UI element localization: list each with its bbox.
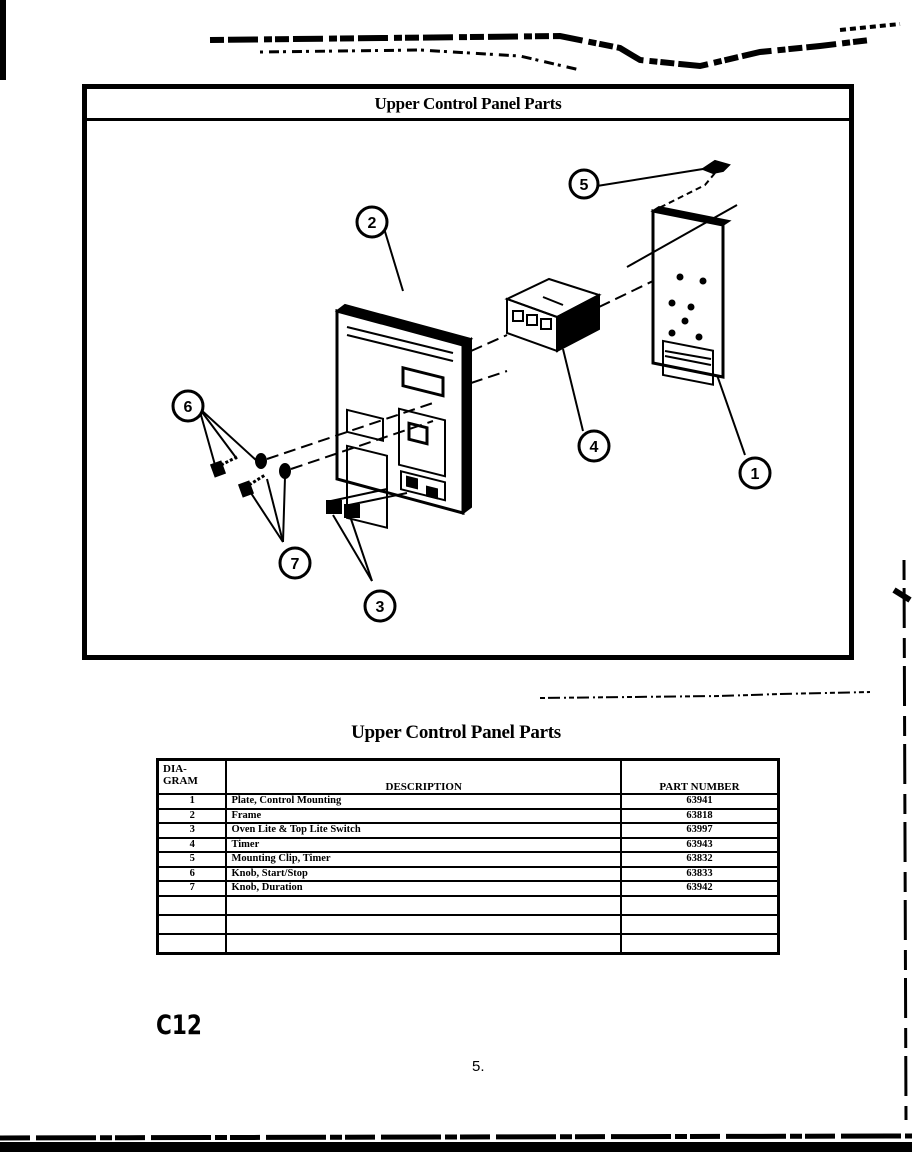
cell-diagram: 3 <box>156 822 228 839</box>
svg-text:5: 5 <box>580 177 589 194</box>
cell-description: Frame <box>225 807 622 824</box>
table-title: Upper Control Panel Parts <box>351 722 561 743</box>
svg-text:3: 3 <box>376 599 385 616</box>
table-row: 2 Frame 63818 <box>156 807 780 824</box>
cell-part-number: 63833 <box>619 865 780 882</box>
header-part-number: PART NUMBER <box>619 758 780 795</box>
table-row: 3 Oven Lite & Top Lite Switch 63997 <box>156 822 780 839</box>
page-number: 5. <box>472 1058 485 1075</box>
parts-table: DIA- GRAM DESCRIPTION PART NUMBER 1 Plat… <box>156 758 780 955</box>
svg-text:1: 1 <box>751 466 760 483</box>
cell-part-number <box>619 932 780 954</box>
cell-description <box>225 932 622 954</box>
table-row: 7 Knob, Duration 63942 <box>156 880 780 897</box>
cell-diagram: 2 <box>156 807 228 824</box>
knobs <box>209 453 291 498</box>
cell-diagram: 5 <box>156 851 228 868</box>
cell-description <box>225 913 622 935</box>
table-row: 1 Plate, Control Mounting 63941 <box>156 793 780 810</box>
page-code: C12 <box>156 1010 202 1041</box>
cell-diagram: 1 <box>156 793 228 810</box>
callout-5: 5 <box>568 168 600 200</box>
scan-noise-bottom <box>0 1133 912 1152</box>
explode-lines <box>266 280 654 470</box>
svg-text:4: 4 <box>590 439 599 456</box>
svg-text:7: 7 <box>291 556 300 573</box>
svg-text:2: 2 <box>368 215 377 232</box>
leader-lines <box>198 168 746 582</box>
table-row: 5 Mounting Clip, Timer 63832 <box>156 851 780 868</box>
callout-2: 2 <box>355 205 389 239</box>
cell-description <box>225 894 622 916</box>
cell-diagram <box>156 913 228 935</box>
lite-switches <box>326 488 408 518</box>
cell-diagram <box>156 932 228 954</box>
table-row: 4 Timer 63943 <box>156 836 780 853</box>
svg-text:6: 6 <box>184 399 193 416</box>
cell-description: Knob, Duration <box>225 880 622 897</box>
cell-part-number: 63997 <box>619 822 780 839</box>
cell-part-number: 63941 <box>619 793 780 810</box>
cell-part-number: 63943 <box>619 836 780 853</box>
callout-7: 7 <box>278 546 312 580</box>
callout-4: 4 <box>577 429 611 463</box>
table-header-row: DIA- GRAM DESCRIPTION PART NUMBER <box>156 758 780 795</box>
cell-description: Timer <box>225 836 622 853</box>
cell-diagram: 7 <box>156 880 228 897</box>
table-row-empty <box>156 932 780 954</box>
cell-part-number: 63832 <box>619 851 780 868</box>
cell-diagram: 4 <box>156 836 228 853</box>
scan-noise-mid <box>539 691 871 699</box>
cell-description: Oven Lite & Top Lite Switch <box>225 822 622 839</box>
cell-diagram: 6 <box>156 865 228 882</box>
header-description: DESCRIPTION <box>225 758 622 795</box>
parts-diagram-frame: Upper Control Panel Parts <box>82 84 854 660</box>
cell-part-number: 63818 <box>619 807 780 824</box>
cell-part-number <box>619 913 780 935</box>
callout-1: 1 <box>738 456 772 490</box>
header-diagram: DIA- GRAM <box>156 758 228 795</box>
callout-6: 6 <box>171 389 205 423</box>
table-row: 6 Knob, Start/Stop 63833 <box>156 865 780 882</box>
mounting-clip <box>626 159 738 268</box>
cell-diagram <box>156 894 228 916</box>
cell-part-number <box>619 894 780 916</box>
diagram-title-bar: Upper Control Panel Parts <box>87 89 849 121</box>
timer-body <box>504 277 602 353</box>
cell-part-number: 63942 <box>619 880 780 897</box>
callout-3: 3 <box>363 589 397 623</box>
diagram-title: Upper Control Panel Parts <box>374 94 562 113</box>
cell-description: Plate, Control Mounting <box>225 793 622 810</box>
table-row-empty <box>156 894 780 916</box>
exploded-view-drawing: 5 2 4 1 6 7 3 <box>171 159 772 623</box>
table-row-empty <box>156 913 780 935</box>
cell-description: Mounting Clip, Timer <box>225 851 622 868</box>
scan-noise-top <box>0 0 901 80</box>
control-mounting-plate <box>650 205 732 386</box>
cell-description: Knob, Start/Stop <box>225 865 622 882</box>
scan-noise-right <box>892 560 912 1120</box>
control-panel-frame <box>334 303 474 530</box>
